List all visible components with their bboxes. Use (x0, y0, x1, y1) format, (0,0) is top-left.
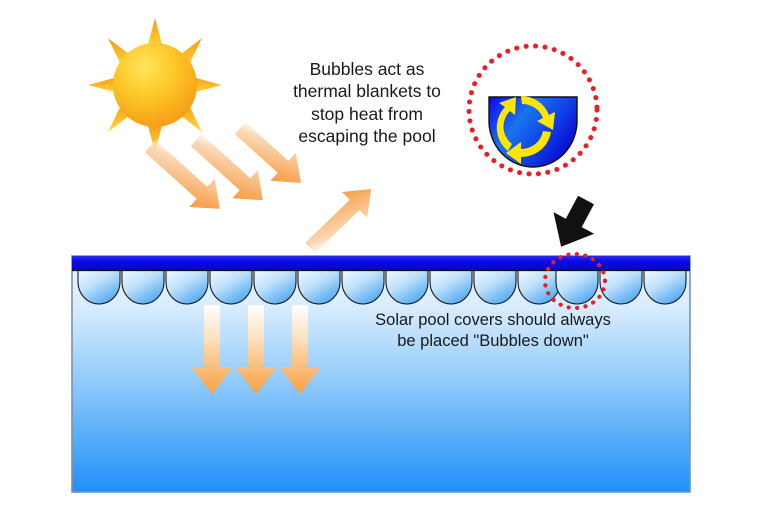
cover-bubble (429, 269, 473, 305)
callout-pointer-arrow (553, 195, 595, 247)
cover-bubble (385, 269, 429, 305)
magnified-bubble-callout (466, 43, 600, 177)
highlighted-bubble-circle (542, 251, 608, 311)
heat-entering-water-arrows (191, 305, 321, 394)
incoming-solar-radiation-arrows (144, 122, 301, 209)
escaping-heat-arrow (305, 188, 372, 254)
magnifier-dotted-ring (466, 43, 600, 177)
cover-bubble (209, 269, 253, 305)
sun-disc (113, 43, 197, 127)
solar-pool-cover-bar (72, 256, 690, 270)
cover-bubble (253, 269, 297, 305)
cover-bubble (121, 269, 165, 305)
water-arrow (191, 305, 233, 394)
cover-bubble (473, 269, 517, 305)
sun (88, 18, 222, 152)
cover-bubble (643, 269, 687, 305)
water-arrow (235, 305, 277, 394)
caption-bubbles-thermal-blanket: Bubbles act as thermal blankets to stop … (293, 59, 441, 147)
cover-bubble-highlighted (555, 269, 599, 305)
heat-circulation-arrows (496, 95, 555, 164)
solar-arrow (144, 140, 220, 209)
cover-bubble (599, 269, 643, 305)
solar-arrow (234, 122, 301, 183)
cover-bubble (297, 269, 341, 305)
water-arrow (279, 305, 321, 394)
cover-bubble (341, 269, 385, 305)
cover-bubble (165, 269, 209, 305)
solar-arrow (190, 134, 263, 201)
caption-bubbles-down: Solar pool covers should always be place… (375, 311, 611, 351)
cover-bubble (77, 269, 121, 305)
solar-pool-cover-bubbles (77, 269, 687, 305)
